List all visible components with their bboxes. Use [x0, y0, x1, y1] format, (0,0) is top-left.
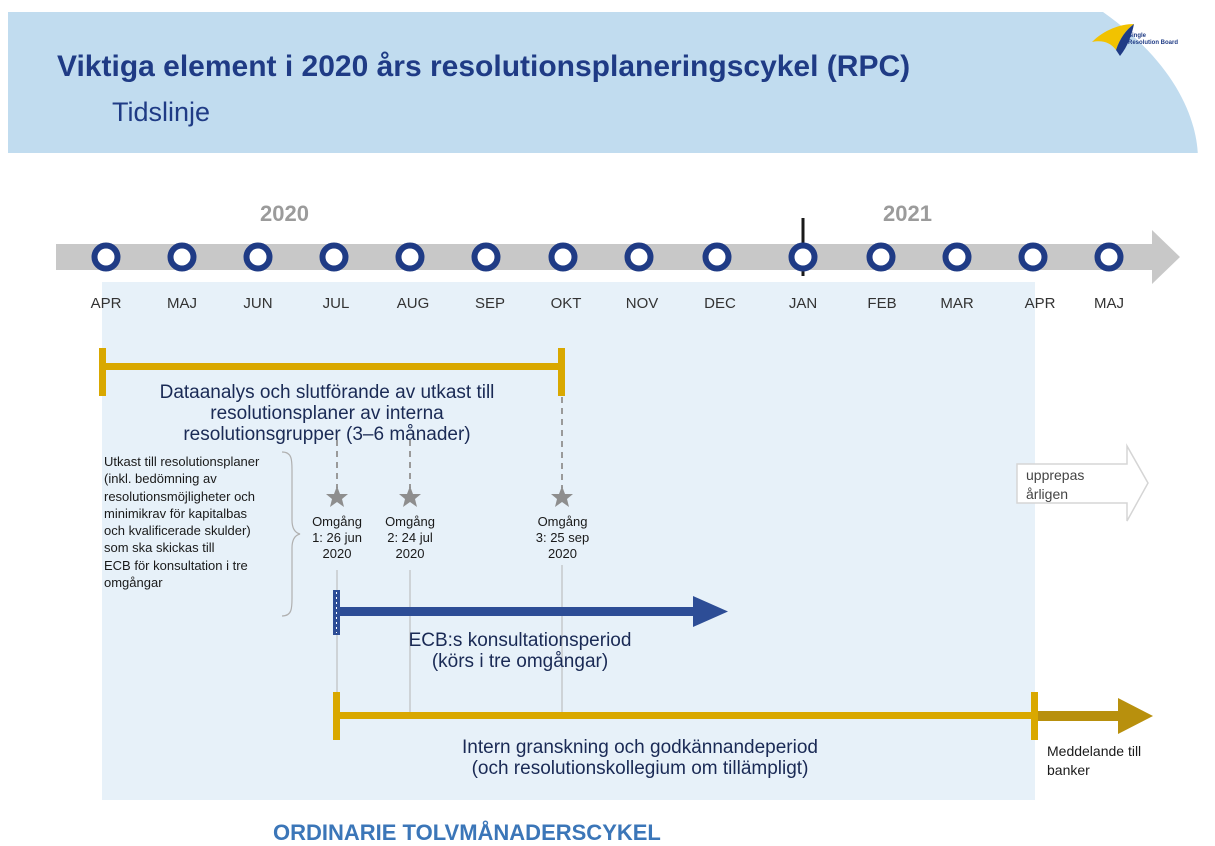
- month-label: JAN: [788, 295, 818, 312]
- month-node: [243, 242, 273, 272]
- month-node: [942, 242, 972, 272]
- month-node: [702, 242, 732, 272]
- month-label: JUL: [322, 295, 350, 312]
- month-label: MAJ: [1094, 295, 1124, 312]
- data-analysis-label: Dataanalys och slutförande av utkast til…: [159, 382, 495, 445]
- month-node: [395, 242, 425, 272]
- month-node: [548, 242, 578, 272]
- month-label: MAR: [940, 295, 974, 312]
- year-2020-label: 2020: [260, 201, 309, 226]
- data-analysis-bar: [99, 348, 565, 396]
- bank-notice-label: Meddelande till banker: [1047, 743, 1142, 778]
- month-label: AUG: [396, 295, 430, 312]
- header-band: [8, 12, 1215, 153]
- round-2-label: Omgång 2: 24 jul 2020: [385, 514, 435, 561]
- round-drop-lines: [336, 397, 563, 488]
- month-label: FEB: [867, 295, 897, 312]
- header-corner: [1085, 0, 1215, 160]
- ecb-consultation-arrow: [333, 590, 728, 635]
- month-label: NOV: [625, 295, 659, 312]
- month-node: [866, 242, 896, 272]
- page-title: Viktiga element i 2020 års resolutionspl…: [57, 50, 911, 83]
- cycle-footer-label: ORDINARIE TOLVMÅNADERSCYKEL: [273, 820, 661, 845]
- month-label: MAJ: [167, 295, 197, 312]
- internal-review-bar: [333, 692, 1038, 740]
- month-label: SEP: [474, 295, 506, 312]
- ecb-consultation-label: ECB:s konsultationsperiod (körs i tre om…: [408, 630, 632, 672]
- drafts-brace: [281, 451, 301, 617]
- month-node: [788, 242, 818, 272]
- month-label: APR: [90, 295, 122, 312]
- year-2021-label: 2021: [883, 201, 932, 226]
- bank-notice-arrow: [1038, 698, 1153, 734]
- month-node: [91, 242, 121, 272]
- round-1-label: Omgång 1: 26 jun 2020: [312, 514, 362, 561]
- month-node: [624, 242, 654, 272]
- month-node: [1094, 242, 1124, 272]
- srb-logo-icon: [1092, 24, 1134, 56]
- round-3-label: Omgång 3: 25 sep 2020: [535, 514, 590, 561]
- month-node: [1018, 242, 1048, 272]
- month-node: [471, 242, 501, 272]
- repeat-arrow: [1016, 443, 1149, 522]
- repeat-annually-label: upprepas årligen: [1026, 467, 1085, 502]
- month-label: APR: [1024, 295, 1056, 312]
- srb-logo-text: Single Resolution Board: [1128, 33, 1179, 46]
- month-node: [167, 242, 197, 272]
- drafts-note: Utkast till resolutionsplaner (inkl. bed…: [104, 454, 260, 591]
- round-star-icon: [326, 486, 573, 507]
- month-label: OKT: [550, 295, 582, 312]
- page-subtitle: Tidslinje: [112, 97, 211, 127]
- month-label: DEC: [704, 295, 736, 312]
- month-node: [319, 242, 349, 272]
- month-label: JUN: [243, 295, 273, 312]
- internal-review-label: Intern granskning och godkännandeperiod …: [462, 737, 818, 779]
